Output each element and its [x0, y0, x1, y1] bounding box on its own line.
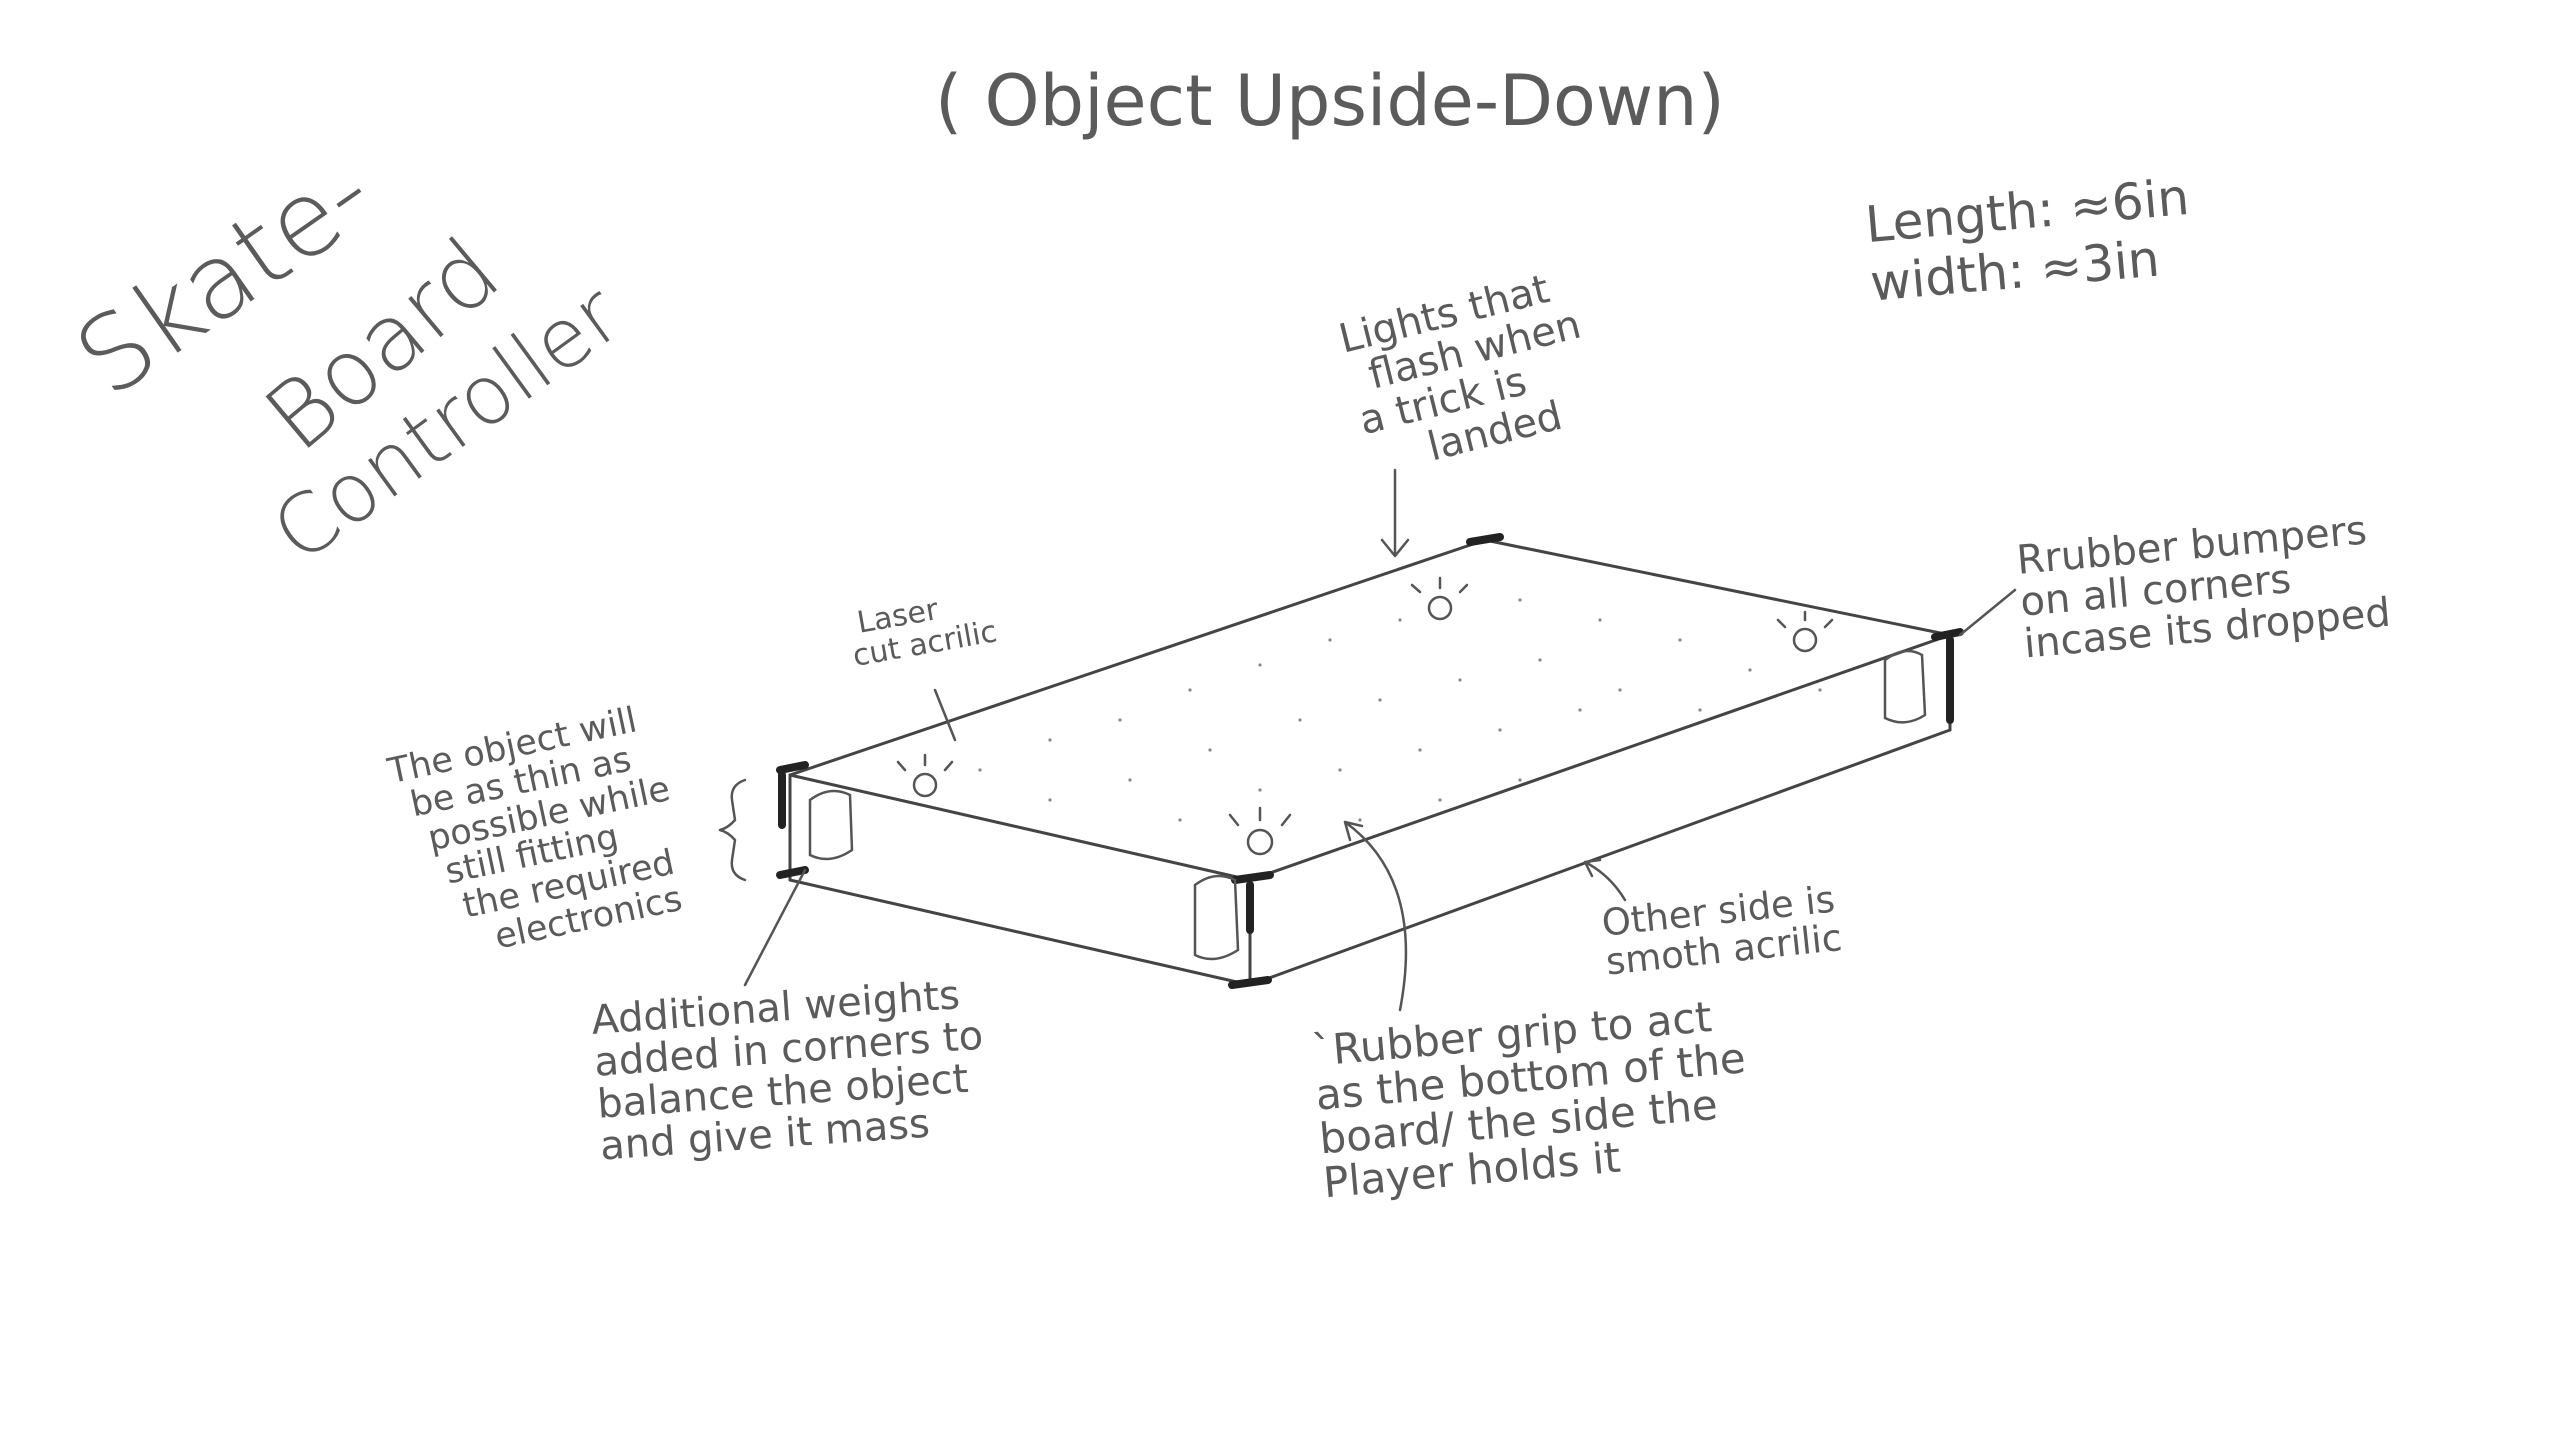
callout-weights: Additional weights added in corners to b… [590, 973, 990, 1168]
board-bottom-right-edge [1250, 730, 1950, 985]
brace-thin [720, 780, 745, 880]
grip-texture-dots [978, 598, 1821, 821]
board-bottom-left-edge [790, 880, 1250, 985]
arrow-grip [1345, 822, 1406, 1010]
light-back [1429, 597, 1451, 619]
bumper-front-bottom [1232, 980, 1268, 985]
light-front [1248, 830, 1272, 854]
bumper-right-corner [1935, 632, 1960, 720]
arrow-lights [1382, 470, 1408, 556]
title-group: Skate- Board Controller [54, 131, 638, 581]
board-top-edge-front-left [790, 775, 1250, 880]
weight-cylinder-right [1885, 651, 1925, 722]
bumper-left-bottom [780, 870, 805, 875]
board-top-edge-back-right [1485, 540, 1950, 635]
callout-grip: `Rubber grip to act as the bottom of the… [1310, 992, 1755, 1205]
light-left [914, 774, 936, 796]
arrow-other-side [1585, 860, 1625, 900]
bumper-front-corner [1235, 875, 1270, 930]
light-right [1794, 629, 1816, 651]
arrow-bumpers [1960, 590, 2015, 635]
weight-cylinder-front [1195, 876, 1238, 959]
arrow-laser [935, 690, 955, 740]
arrow-weights [745, 870, 805, 985]
subtitle: ( Object Upside-Down) [935, 65, 1725, 139]
bumper-back-corner [1470, 537, 1500, 542]
weight-cylinder-left [810, 791, 852, 859]
board-top-edge-front-right [1250, 635, 1950, 880]
